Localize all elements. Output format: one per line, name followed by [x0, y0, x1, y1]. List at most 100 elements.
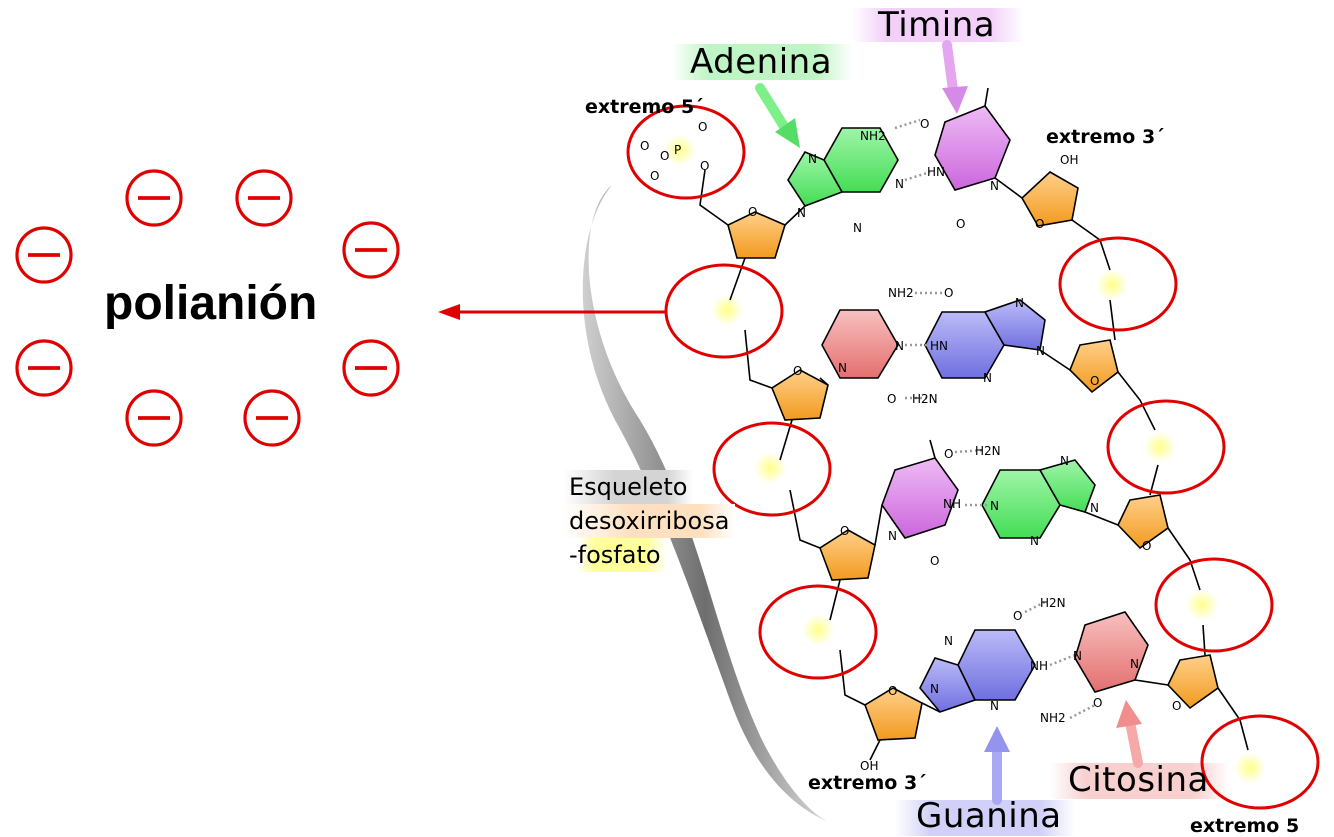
atom-nh2: NH2 — [1040, 711, 1066, 725]
phosphate-circle-4 — [758, 584, 878, 680]
atom-n: N — [1090, 501, 1099, 515]
atom-n: N — [944, 634, 953, 648]
atom-n: N — [930, 682, 939, 696]
hydrogen-bonds — [894, 118, 1096, 720]
atom-o: O — [887, 392, 896, 406]
atom-nh: NH — [1030, 659, 1048, 673]
negative-charge-6 — [342, 339, 400, 397]
sugars — [727, 171, 1219, 741]
atom-o: O — [1142, 539, 1151, 553]
atom-o: O — [944, 286, 953, 300]
phosphate-circle-8 — [1200, 714, 1320, 810]
timina-arrow — [942, 40, 968, 114]
end-5-bottom-label: extremo 5 — [1190, 815, 1300, 837]
timina-highlight — [852, 8, 1024, 42]
atom-o: O — [748, 205, 757, 219]
atom-o: O — [1090, 374, 1099, 388]
atom-o: O — [1035, 217, 1044, 231]
atom-o: O — [660, 149, 669, 163]
phosphate-circle-3 — [712, 421, 832, 517]
sugar-7 — [864, 687, 923, 741]
atom-o: O — [1172, 699, 1181, 713]
guanina-highlight — [895, 800, 1075, 836]
backbone-line-1: Esqueleto — [563, 470, 694, 504]
atom-labels: O P O O O O NH2 O HN N N N N N O OH O O … — [640, 117, 1181, 773]
backbone-line-2: desoxirribosa — [563, 504, 736, 538]
atom-hn: HN — [930, 339, 948, 353]
end-5-top-label: extremo 5´ — [585, 96, 704, 118]
citosina-label: Citosina — [1068, 760, 1209, 800]
phosphate-circle-7 — [1154, 557, 1274, 653]
atom-p: P — [674, 143, 681, 157]
atom-o: O — [1013, 609, 1022, 623]
negative-charge-8 — [243, 389, 301, 447]
backbone-label: Esqueleto desoxirribosa -fosfato — [563, 470, 736, 572]
sugar-1 — [727, 211, 786, 259]
base-rings — [787, 105, 1149, 713]
atom-n: N — [1015, 296, 1024, 310]
backbone-line-3: -fosfato — [563, 538, 667, 572]
atom-nh: NH — [943, 497, 961, 511]
adenine-ring-1b — [787, 150, 844, 207]
thymine-ring-1 — [934, 105, 1011, 191]
phosphate-circle-5 — [1058, 236, 1178, 332]
timina-label: Timina — [878, 5, 996, 45]
atom-hn: HN — [927, 165, 945, 179]
atom-o: O — [888, 684, 897, 698]
atom-o: O — [793, 364, 802, 378]
end-3-bottom-label: extremo 3´ — [808, 772, 927, 794]
atom-o: O — [700, 159, 709, 173]
atom-o: O — [930, 554, 939, 568]
negative-charges — [15, 169, 400, 447]
sugar-2 — [1020, 171, 1079, 227]
atom-n: N — [853, 221, 862, 235]
adenina-highlight — [672, 44, 852, 80]
citosina-arrow — [1116, 700, 1143, 768]
atom-o: O — [920, 117, 929, 131]
atom-nh2: NH2 — [860, 129, 886, 143]
atom-n: N — [888, 529, 897, 543]
atom-o: O — [1093, 696, 1102, 710]
end-3-top-label: extremo 3´ — [1046, 126, 1165, 148]
phosphate-circle-6 — [1106, 399, 1226, 495]
cytosine-ring-1 — [821, 309, 899, 379]
negative-charge-7 — [125, 389, 183, 447]
atom-n: N — [1036, 344, 1045, 358]
guanine-ring-1b — [983, 299, 1046, 351]
atom-o: O — [944, 447, 953, 461]
atom-h2n: H2N — [975, 444, 1001, 458]
sugar-4 — [1069, 339, 1119, 394]
atom-o: O — [840, 524, 849, 538]
guanina-arrow — [984, 726, 1010, 805]
negative-charge-5 — [15, 339, 73, 397]
negative-charge-1 — [125, 169, 183, 227]
atom-o: O — [640, 139, 649, 153]
atom-n: N — [1073, 649, 1082, 663]
atom-n: N — [895, 339, 904, 353]
atom-h2n: H2N — [1040, 596, 1066, 610]
sugar-6 — [1117, 494, 1169, 550]
adenine-ring-2b — [1038, 459, 1096, 513]
atom-o: O — [956, 217, 965, 231]
atom-o: O — [698, 120, 707, 134]
negative-charge-3 — [15, 226, 73, 284]
negative-charge-4 — [342, 221, 400, 279]
polyanion-arrow — [438, 304, 666, 320]
adenina-label: Adenina — [690, 42, 833, 82]
phosphate-circle-1 — [626, 104, 746, 200]
base-arrows — [755, 40, 1143, 805]
atom-n: N — [990, 179, 999, 193]
atom-n: N — [838, 361, 847, 375]
guanina-label: Guanina — [916, 796, 1062, 836]
atom-n: N — [1030, 534, 1039, 548]
sugar-8 — [1167, 654, 1219, 710]
atom-n: N — [990, 699, 999, 713]
negative-charge-2 — [235, 169, 293, 227]
atom-nh2: NH2 — [888, 286, 914, 300]
atom-n: N — [808, 152, 817, 166]
atom-h2n: H2N — [912, 392, 938, 406]
sugar-3 — [771, 369, 829, 421]
atom-n: N — [895, 177, 904, 191]
adenina-arrow — [755, 83, 800, 148]
